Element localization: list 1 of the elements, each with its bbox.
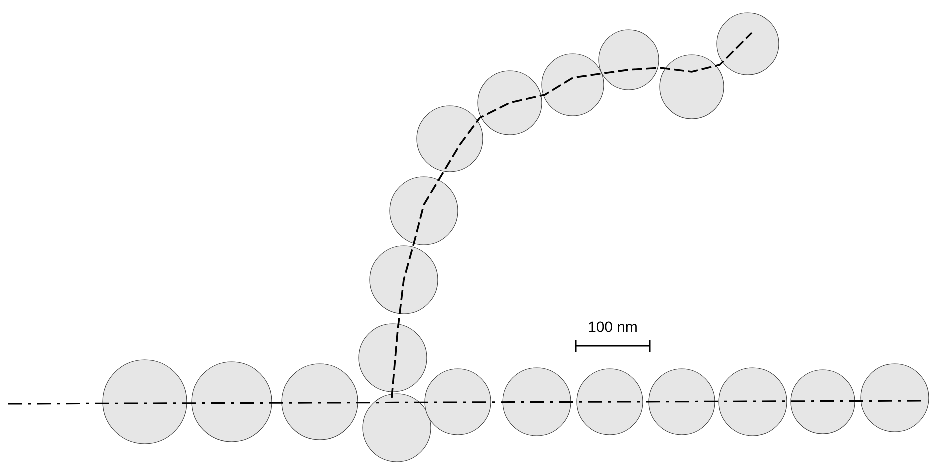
scale-label: 100 nm — [589, 322, 637, 332]
